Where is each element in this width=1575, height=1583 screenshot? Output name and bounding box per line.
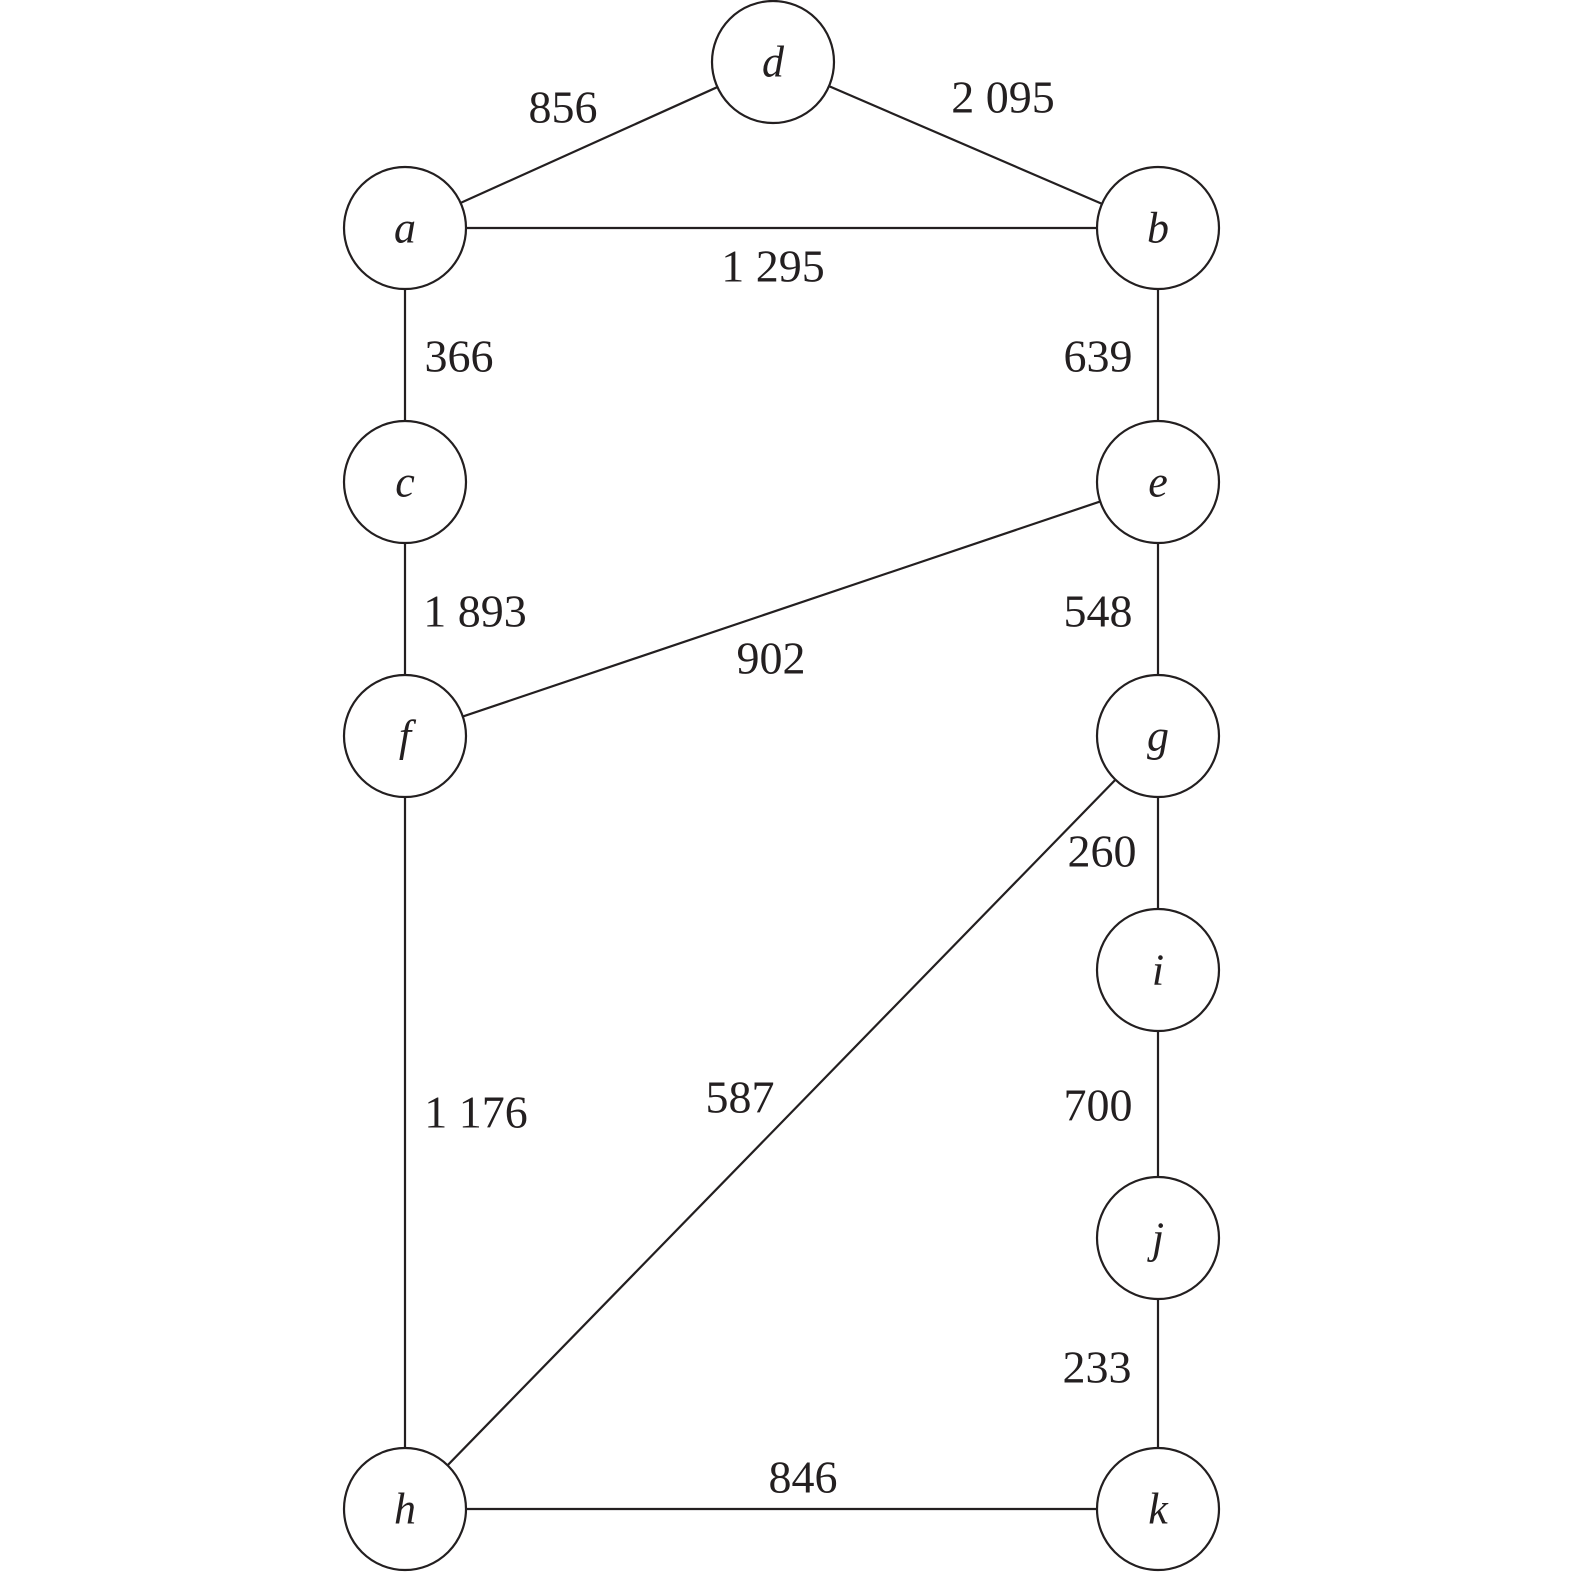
node-k: k — [1095, 1446, 1221, 1572]
edge-g-h — [404, 735, 1159, 1510]
node-c: c — [342, 419, 468, 545]
weights-layer: 856 2 095 1 295 366 639 1 893 902 548 1 176 587 26… — [423, 72, 1136, 1503]
edge-weight-h-k: 846 — [769, 1452, 838, 1503]
node-a: a — [342, 165, 468, 291]
edge-weight-c-f: 1 893 — [423, 586, 527, 637]
node-circle-e — [1095, 419, 1221, 545]
node-circle-c — [342, 419, 468, 545]
node-circle-j — [1095, 1175, 1221, 1301]
node-label-e: e — [1148, 458, 1168, 507]
node-j: j — [1095, 1175, 1221, 1301]
node-label-a: a — [394, 204, 416, 253]
nodes-layer: d a b c e f g i j h k — [342, 0, 1221, 1572]
edge-weight-e-g: 548 — [1064, 586, 1133, 637]
node-i: i — [1095, 907, 1221, 1033]
edge-weight-a-c: 366 — [425, 331, 494, 382]
node-e: e — [1095, 419, 1221, 545]
node-d: d — [710, 0, 836, 125]
node-h: h — [342, 1446, 468, 1572]
edge-f-e — [404, 480, 1159, 738]
edge-weight-i-j: 700 — [1064, 1080, 1133, 1131]
edge-a-d — [404, 60, 774, 230]
node-circle-g — [1095, 673, 1221, 799]
edge-weight-g-h: 587 — [706, 1072, 775, 1123]
node-circle-b — [1095, 165, 1221, 291]
node-label-d: d — [762, 38, 785, 87]
edge-weight-a-d: 856 — [529, 82, 598, 133]
node-circle-a — [342, 165, 468, 291]
node-circle-i — [1095, 907, 1221, 1033]
node-f: f — [342, 673, 468, 799]
node-circle-f — [342, 673, 468, 799]
edge-weight-g-i: 260 — [1068, 826, 1137, 877]
node-g: g — [1095, 673, 1221, 799]
edge-weight-f-e: 902 — [737, 633, 806, 684]
node-circle-d — [710, 0, 836, 125]
edge-weight-d-b: 2 095 — [951, 72, 1055, 123]
node-label-b: b — [1147, 204, 1169, 253]
node-label-i: i — [1152, 946, 1164, 995]
node-b: b — [1095, 165, 1221, 291]
edge-weight-b-e: 639 — [1064, 331, 1133, 382]
edge-weight-f-h: 1 176 — [424, 1087, 528, 1138]
node-label-h: h — [394, 1485, 416, 1534]
edge-weight-a-b: 1 295 — [721, 241, 825, 292]
node-circle-k — [1095, 1446, 1221, 1572]
node-label-g: g — [1147, 712, 1169, 761]
node-label-j: j — [1147, 1214, 1164, 1263]
edge-d-b — [772, 60, 1159, 230]
node-circle-h — [342, 1446, 468, 1572]
node-label-c: c — [395, 458, 415, 507]
node-label-k: k — [1148, 1485, 1169, 1534]
edge-weight-j-k: 233 — [1063, 1342, 1132, 1393]
